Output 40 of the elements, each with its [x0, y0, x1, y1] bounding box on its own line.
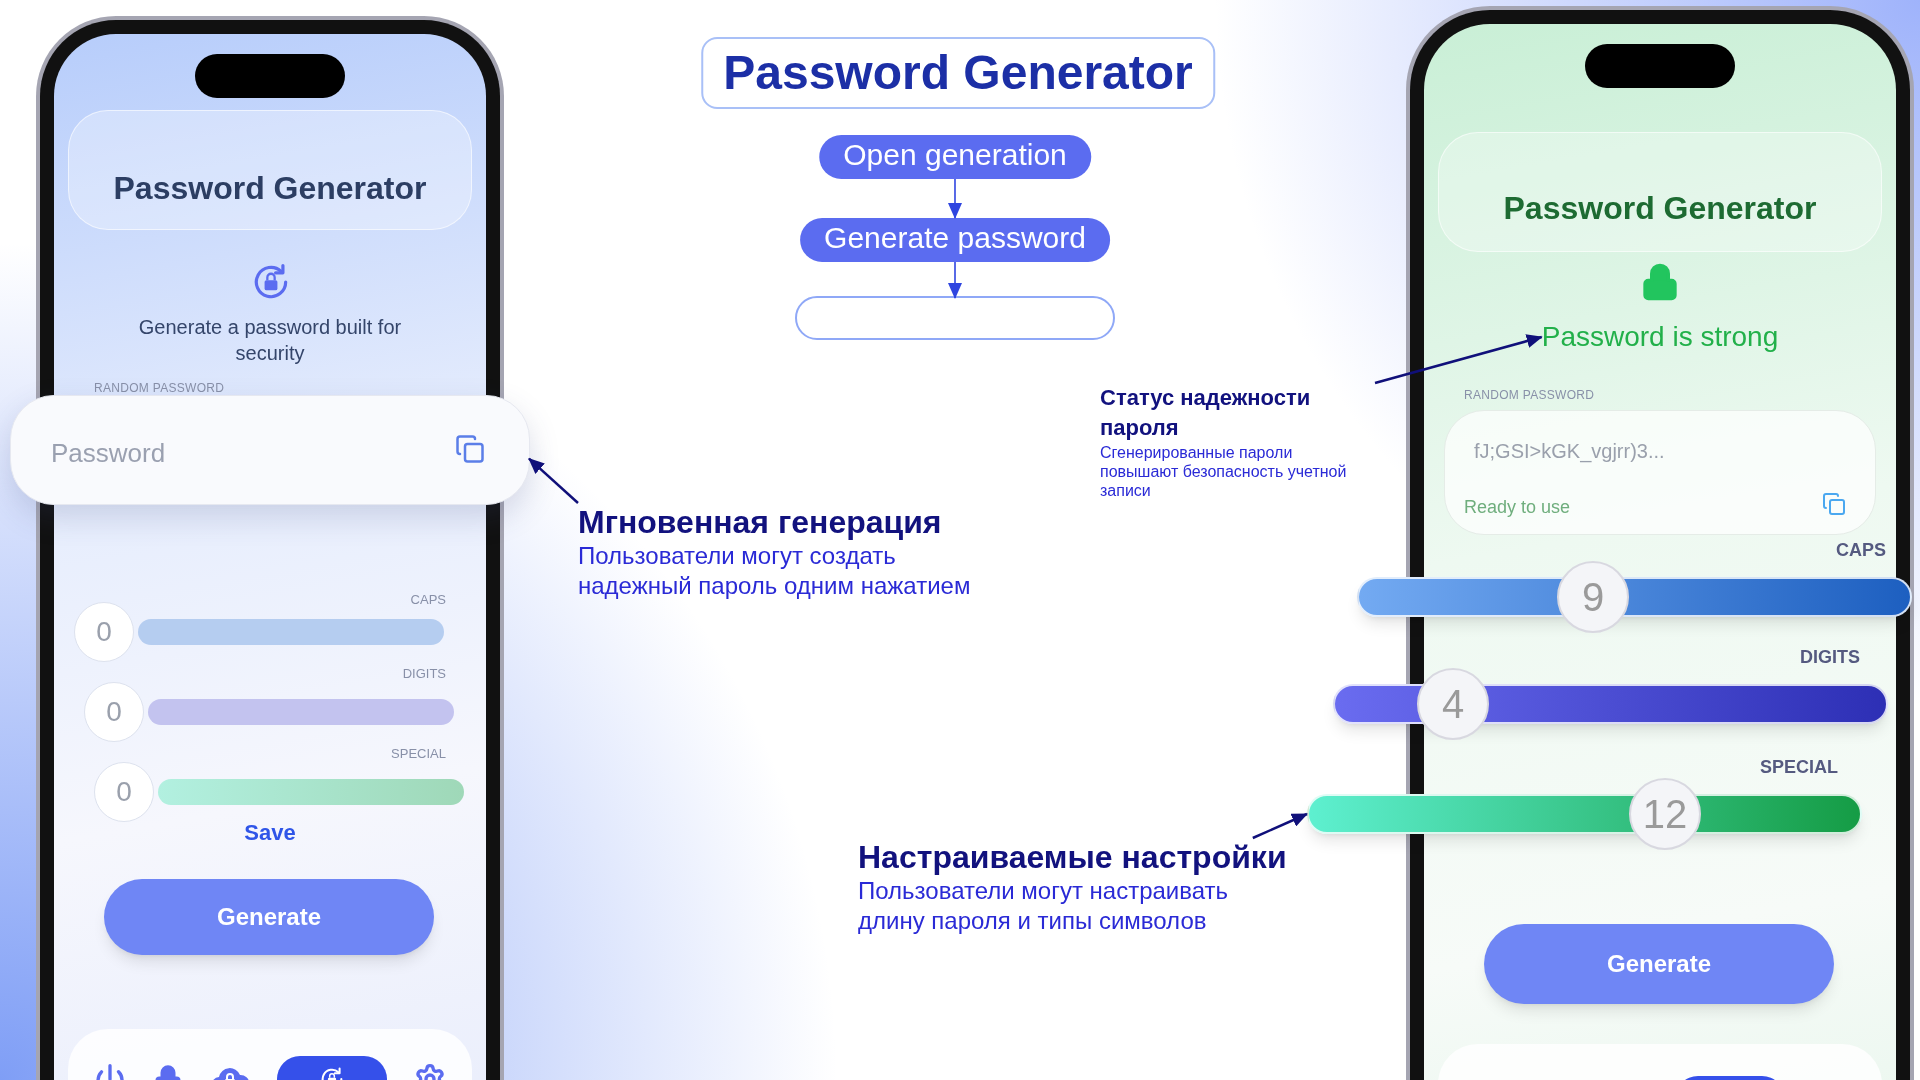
generate-button: Generate [104, 879, 434, 955]
slider-label: DIGITS [1800, 646, 1860, 669]
subtitle-text: Generate a password built for security [137, 315, 403, 366]
callout-heading: Настраиваемые настройки [858, 838, 1288, 876]
slider-value: 0 [84, 682, 144, 742]
callout-text: Пользователи могут создать надежный пароль одним нажатием [578, 541, 972, 601]
callout-text: Пользователи могут настраивать длину пароля и типы символов [858, 876, 1230, 936]
slider [1307, 778, 1862, 850]
process-pill: Open generation [819, 135, 1091, 179]
password-field [10, 395, 530, 505]
callout-text: Сгенерированные пароли повышают безопасность учетной записи [1100, 443, 1348, 500]
slider-value: 0 [74, 602, 134, 662]
arrow [1374, 334, 1543, 385]
save-link: Save [244, 819, 296, 847]
process-pill [795, 296, 1115, 340]
status-hint: Ready to use [1464, 496, 1571, 519]
field-label: RANDOM PASSWORD [1464, 387, 1595, 404]
status-text: Password is strong [1541, 316, 1779, 358]
callout-heading: Мгновенная генерация [578, 503, 943, 541]
callout-heading: Статус надежности пароля [1100, 384, 1312, 442]
slider [1333, 668, 1888, 740]
app-title: Password Generator [1503, 189, 1817, 228]
slider-value: 0 [94, 762, 154, 822]
generate-button: Generate [1484, 924, 1834, 1004]
slider-label: DIGITS [402, 665, 446, 683]
slider-label: CAPS [1836, 539, 1886, 562]
arrow [1252, 812, 1308, 840]
field-label: RANDOM PASSWORD [94, 380, 225, 397]
process-pill: Generate password [800, 218, 1110, 262]
arrow [528, 457, 579, 504]
app-title: Password Generator [113, 169, 427, 208]
arrow [948, 178, 962, 219]
diagram-title: Password Generator [723, 45, 1193, 101]
slider-label: CAPS [410, 591, 446, 609]
slider-label: SPECIAL [1760, 756, 1838, 779]
slider-label: SPECIAL [391, 745, 446, 763]
arrow [948, 261, 962, 299]
placeholder-text: Password [51, 437, 166, 470]
slider [1357, 561, 1912, 633]
password-text: fJ;GSI>kGK_vgjrr)3... [1474, 439, 1665, 465]
